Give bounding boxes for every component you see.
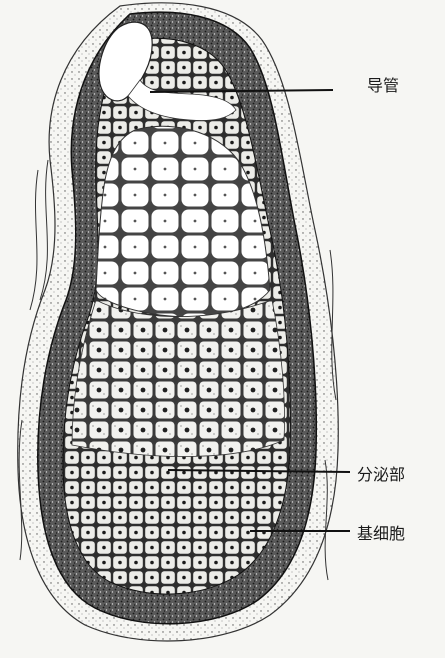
maturing-cells xyxy=(72,300,285,456)
label-secretory-portion: 分泌部 xyxy=(357,467,405,483)
label-duct: 导管 xyxy=(367,78,399,94)
label-basal-cell: 基细胞 xyxy=(357,526,405,542)
